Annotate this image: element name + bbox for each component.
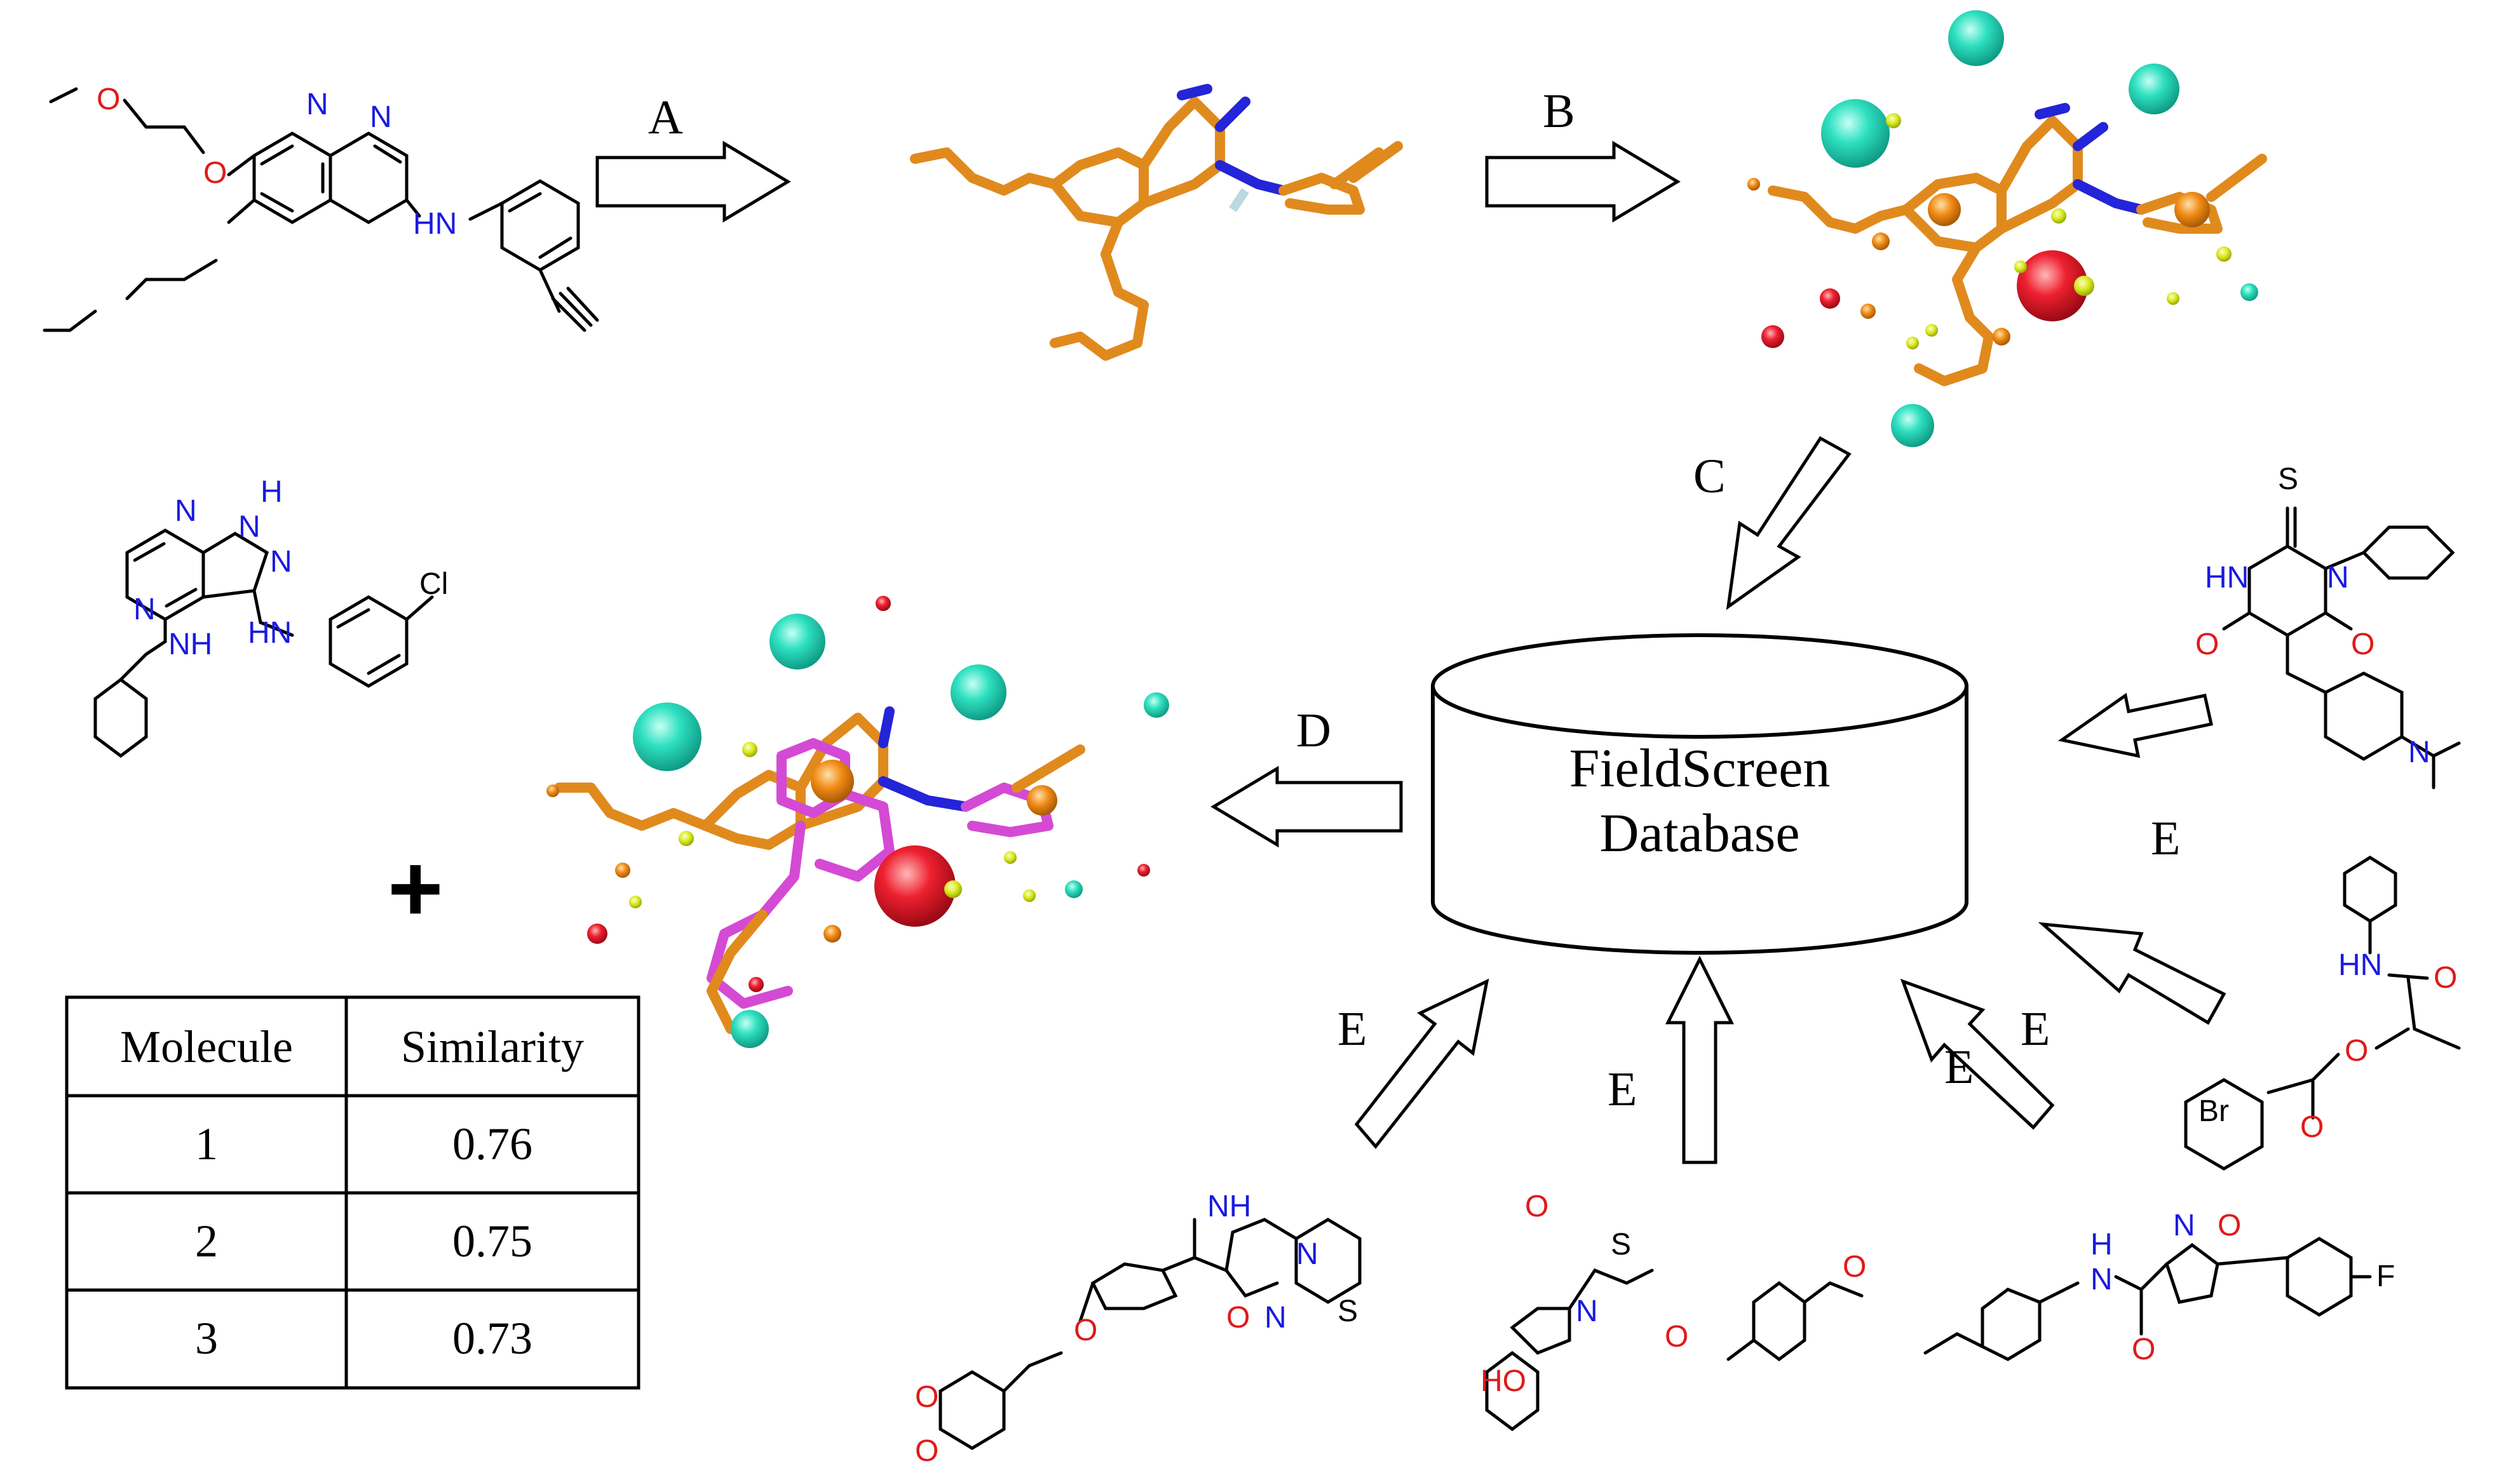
arrow-e-anilide: [2038, 922, 2226, 1025]
table-cell-molecule-1: 1: [195, 1119, 218, 1169]
query-atom-n1: N: [238, 510, 261, 544]
tzd-atom-n: N: [1576, 1295, 1598, 1328]
isox-atom-o-ring: O: [2218, 1209, 2241, 1242]
thiazolo-atom-o-diox1: O: [915, 1380, 938, 1414]
tzd-atom-o3: O: [1843, 1250, 1866, 1284]
tzd-atom-ho: HO: [1480, 1364, 1526, 1398]
step-label-b: B: [1543, 84, 1575, 138]
tzd-atom-o1: O: [1525, 1190, 1548, 1223]
step-label-e-5: E: [1338, 1002, 1367, 1056]
table-cell-similarity-1: 0.76: [452, 1119, 532, 1169]
erlotinib-atom-o1: O: [97, 83, 120, 116]
thiazolo-atom-nh: NH: [1207, 1190, 1251, 1223]
query-atom-n2: N: [175, 494, 197, 528]
database-label-line2: Database: [1599, 802, 1799, 863]
thiazolo-atom-o: O: [1226, 1301, 1250, 1335]
thiobarb-atom-hn: HN: [2205, 561, 2249, 595]
arrow-c: [1726, 436, 1852, 610]
arrow-b: [1485, 140, 1681, 223]
thiazolo-atom-s: S: [1338, 1295, 1358, 1328]
arrow-e-thiazolopyrimidine: [1354, 978, 1489, 1149]
isoxazole-structure: [1923, 1237, 2372, 1361]
thiobarb-atom-o2: O: [2351, 628, 2374, 661]
step-label-e-1: E: [2151, 812, 2180, 865]
step-label-a: A: [648, 91, 683, 144]
anilide-atom-o3: O: [2300, 1110, 2324, 1144]
thiazolidinedione-structure: [1485, 1268, 1864, 1432]
query-ligand-structure: [93, 528, 434, 758]
field-model-top: [1747, 10, 2267, 447]
database-label-line1: FieldScreen: [1569, 737, 1831, 798]
arrow-d: [1210, 765, 1403, 848]
thiazolopyrimidine-structure: [938, 1218, 1362, 1450]
table-header-molecule: Molecule: [120, 1021, 293, 1072]
isox-atom-f: F: [2376, 1260, 2395, 1293]
thiazolo-atom-o-ether: O: [1074, 1314, 1097, 1347]
thiobarb-atom-n2: N: [2408, 736, 2430, 769]
plus-sign: +: [388, 835, 444, 941]
thiobarbiturate-structure: [2222, 506, 2461, 790]
query-atom-h: H: [261, 475, 283, 509]
thiobarb-atom-n: N: [2327, 561, 2349, 595]
similarity-table: [65, 995, 640, 1390]
step-label-e-2: E: [2021, 1002, 2050, 1056]
erlotinib-3d-model: [910, 84, 1403, 361]
thiobarb-atom-o1: O: [2195, 628, 2219, 661]
step-label-d: D: [1296, 704, 1331, 757]
arrow-e-isoxazole: [1900, 978, 2055, 1130]
step-label-e-4: E: [1608, 1063, 1637, 1116]
step-label-e-3: E: [1944, 1040, 1974, 1094]
query-atom-hn: HN: [248, 616, 292, 650]
thiazolo-atom-n: N: [1296, 1237, 1318, 1271]
anilide-atom-br: Br: [2198, 1094, 2229, 1128]
thiazolo-atom-o-diox2: O: [915, 1434, 938, 1468]
table-cell-similarity-2: 0.75: [452, 1216, 532, 1267]
isox-atom-h: H: [2090, 1228, 2113, 1261]
step-label-c: C: [1693, 450, 1726, 503]
thiobarb-atom-s: S: [2278, 462, 2298, 496]
query-atom-n3: N: [133, 593, 156, 626]
tzd-atom-s: S: [1611, 1228, 1631, 1261]
erlotinib-atom-nh: HN: [413, 207, 457, 241]
anilide-atom-o2: O: [2345, 1034, 2368, 1068]
arrow-e-thiazolidinedione: [1665, 955, 1735, 1164]
fieldscreen-database: [1431, 633, 1968, 955]
table-cell-molecule-2: 2: [195, 1216, 218, 1267]
query-atom-cl: Cl: [419, 567, 448, 601]
thiazolo-atom-n2: N: [1264, 1301, 1287, 1335]
erlotinib-atom-o2: O: [203, 156, 227, 190]
table-header-similarity: Similarity: [401, 1021, 584, 1072]
isox-atom-nh: N: [2090, 1263, 2113, 1296]
table-cell-similarity-3: 0.73: [452, 1313, 532, 1364]
isox-atom-o: O: [2132, 1333, 2155, 1366]
arrow-a: [595, 140, 791, 223]
erlotinib-structure: [43, 87, 599, 332]
query-atom-nh: NH: [168, 628, 212, 661]
arrow-e-thiobarbiturate: [2057, 692, 2213, 758]
erlotinib-atom-n2: N: [370, 100, 392, 134]
overlay-model: [546, 596, 1169, 1048]
query-atom-n4: N: [270, 545, 292, 579]
anilide-atom-o1: O: [2434, 961, 2457, 995]
anilide-atom-hn: HN: [2338, 948, 2382, 982]
erlotinib-atom-n1: N: [306, 88, 329, 121]
table-cell-molecule-3: 3: [195, 1313, 218, 1364]
isox-atom-n: N: [2173, 1209, 2195, 1242]
anilide-ester-structure: [2184, 856, 2461, 1171]
tzd-atom-o2: O: [1665, 1320, 1688, 1354]
